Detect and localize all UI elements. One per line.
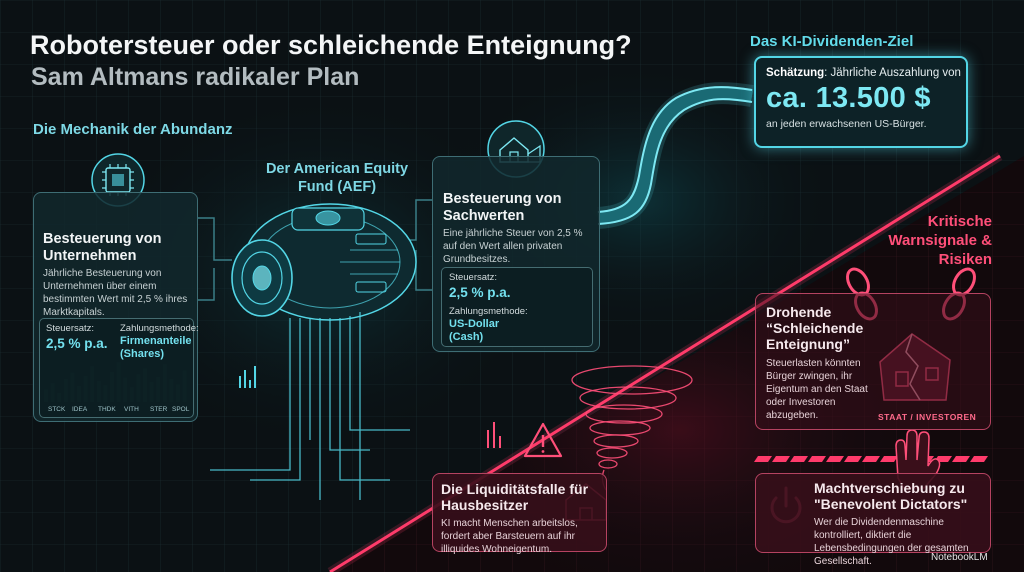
goal-estimate-label: Schätzung [766,67,825,79]
corporate-rate-label: Steuersatz: [46,323,95,334]
page-subtitle: Sam Altmans radikaler Plan [31,63,360,91]
corporate-method-value: Firmenanteile (Shares) [120,335,192,361]
property-tax-description: Eine jährliche Steuer von 2,5 % auf den … [443,228,583,265]
power-shift-description: Wer die Dividendenmaschine kontrolliert,… [814,517,969,567]
ticker-label: VITH [124,406,139,413]
expropriation-card: Drohende “Schleichende Enteignung” Steue… [755,293,991,430]
expropriation-description: Steuerlasten könnten Bürger zwingen, ihr… [766,358,868,421]
goal-amount: ca. 13.500 $ [766,82,931,114]
warning-icon [523,422,563,458]
goal-estimate-text: : Jährliche Auszahlung von [824,67,961,79]
risk-heading: Kritische Warnsignale & Risiken [888,213,992,268]
turbine-machine [210,203,417,500]
mechanics-heading: Die Mechanik der Abundanz [33,121,233,138]
property-tax-title: Besteuerung von Sachwerten [443,191,562,224]
property-method-value: US-Dollar (Cash) [449,318,500,344]
goal-target: an jeden erwachsenen US-Bürger. [766,118,927,130]
page-title: Robotersteuer oder schleichende Enteignu… [30,30,632,60]
expropriation-badge: STAAT / INVESTOREN [878,412,977,422]
corporate-tax-card: Besteuerung von Unternehmen Jährliche Be… [33,192,199,422]
corporate-tax-title: Besteuerung von Unternehmen [43,231,162,264]
liquidity-description: KI macht Menschen arbeitslos, fordert ab… [441,518,578,555]
notebooklm-brand: NotebookLM [931,552,988,563]
ticker-label: STCK [48,406,66,413]
mini-bars-icon [239,366,256,388]
corporate-rate-value: 2,5 % p.a. [46,336,108,351]
ticker-label: SPOL [172,406,190,413]
goal-heading: Das KI-Dividenden-Ziel [750,33,914,50]
red-signal-bars-icon [487,422,501,448]
aef-title: Der American Equity Fund (AEF) [265,161,409,196]
property-rate-label: Steuersatz: [449,272,498,283]
expropriation-title: Drohende “Schleichende Enteignung” [766,304,864,353]
ticker-label: THDK [98,406,116,413]
property-tax-details: Steuersatz: 2,5 % p.a. Zahlungsmethode: … [441,267,593,347]
corporate-method-label: Zahlungsmethode: [120,323,199,334]
goal-card: Schätzung: Jährliche Auszahlung von ca. … [754,56,968,148]
property-rate-value: 2,5 % p.a. [449,285,511,300]
property-method-label: Zahlungsmethode: [449,306,528,317]
property-tax-card: Besteuerung von Sachwerten Eine jährlich… [432,156,600,352]
dividend-pipe [596,82,754,229]
goal-estimate: Schätzung: Jährliche Auszahlung von [766,67,961,79]
tornado-icon [571,365,693,491]
corporate-tax-details: Steuersatz: 2,5 % p.a. Zahlungsmethode: … [39,318,199,418]
power-shift-title: Machtverschiebung zu "Benevolent Dictato… [814,480,968,513]
power-shift-card: Machtverschiebung zu "Benevolent Dictato… [755,473,991,567]
liquidity-title: Die Liquiditätsfalle für Hausbesitzer [441,481,589,514]
corporate-tax-description: Jährliche Besteuerung von Unternehmen üb… [43,268,188,318]
ticker-label: IDEA [72,406,88,413]
ticker-label: STER [150,406,168,413]
liquidity-card: Die Liquiditätsfalle für Hausbesitzer KI… [432,473,607,555]
